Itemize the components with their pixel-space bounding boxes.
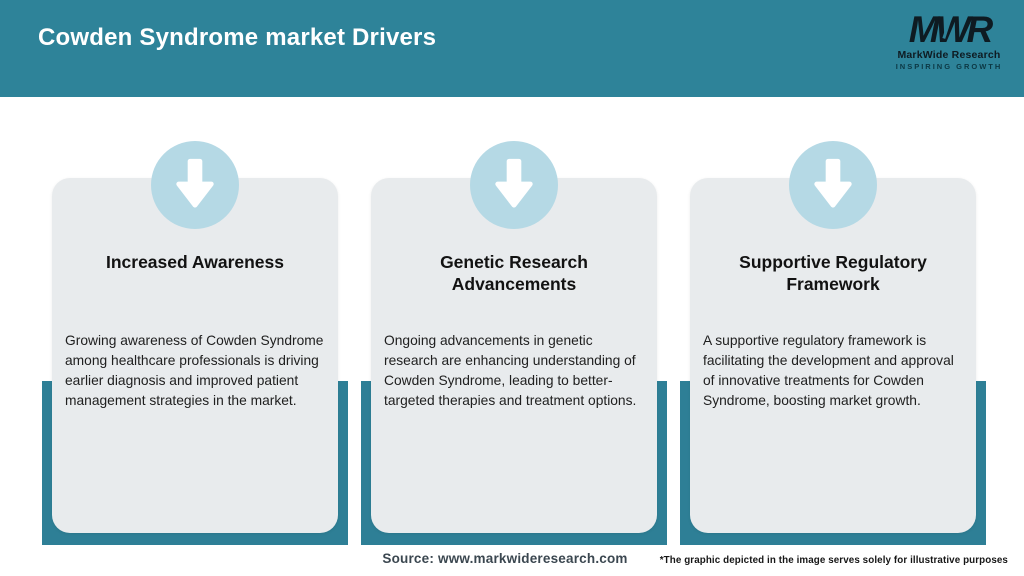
card-title: Supportive Regulatory Framework — [739, 252, 927, 294]
markwide-logo: MWR MarkWide Research INSPIRING GROWTH — [890, 11, 1008, 71]
card-title: Genetic Research Advancements — [440, 252, 588, 294]
logo-monogram: MWR — [909, 11, 993, 48]
disclaimer-text: *The graphic depicted in the image serve… — [659, 555, 1008, 566]
card-body: Increased Awareness Growing awareness of… — [52, 178, 338, 533]
card-description: Growing awareness of Cowden Syndrome amo… — [65, 333, 324, 408]
card-description: A supportive regulatory framework is fac… — [703, 333, 954, 408]
card-body: Supportive Regulatory Framework A suppor… — [690, 178, 976, 533]
logo-tagline: INSPIRING GROWTH — [895, 62, 1003, 71]
down-arrow-icon — [814, 158, 852, 208]
down-arrow-badge — [470, 141, 558, 229]
source-text: Source: www.markwideresearch.com — [382, 551, 628, 566]
driver-card-increased-awareness: Increased Awareness Growing awareness of… — [42, 0, 348, 576]
header-bar: Cowden Syndrome market Drivers MWR MarkW… — [0, 0, 1024, 97]
down-arrow-icon — [176, 158, 214, 208]
card-description: Ongoing advancements in genetic research… — [384, 333, 637, 408]
logo-name: MarkWide Research — [897, 49, 1001, 61]
down-arrow-icon — [495, 158, 533, 208]
driver-card-genetic-research: Genetic Research Advancements Ongoing ad… — [361, 0, 667, 576]
page-title: Cowden Syndrome market Drivers — [38, 24, 437, 51]
down-arrow-badge — [789, 141, 877, 229]
driver-card-regulatory-framework: Supportive Regulatory Framework A suppor… — [680, 0, 986, 576]
card-body: Genetic Research Advancements Ongoing ad… — [371, 178, 657, 533]
card-title: Increased Awareness — [105, 252, 285, 272]
down-arrow-badge — [151, 141, 239, 229]
